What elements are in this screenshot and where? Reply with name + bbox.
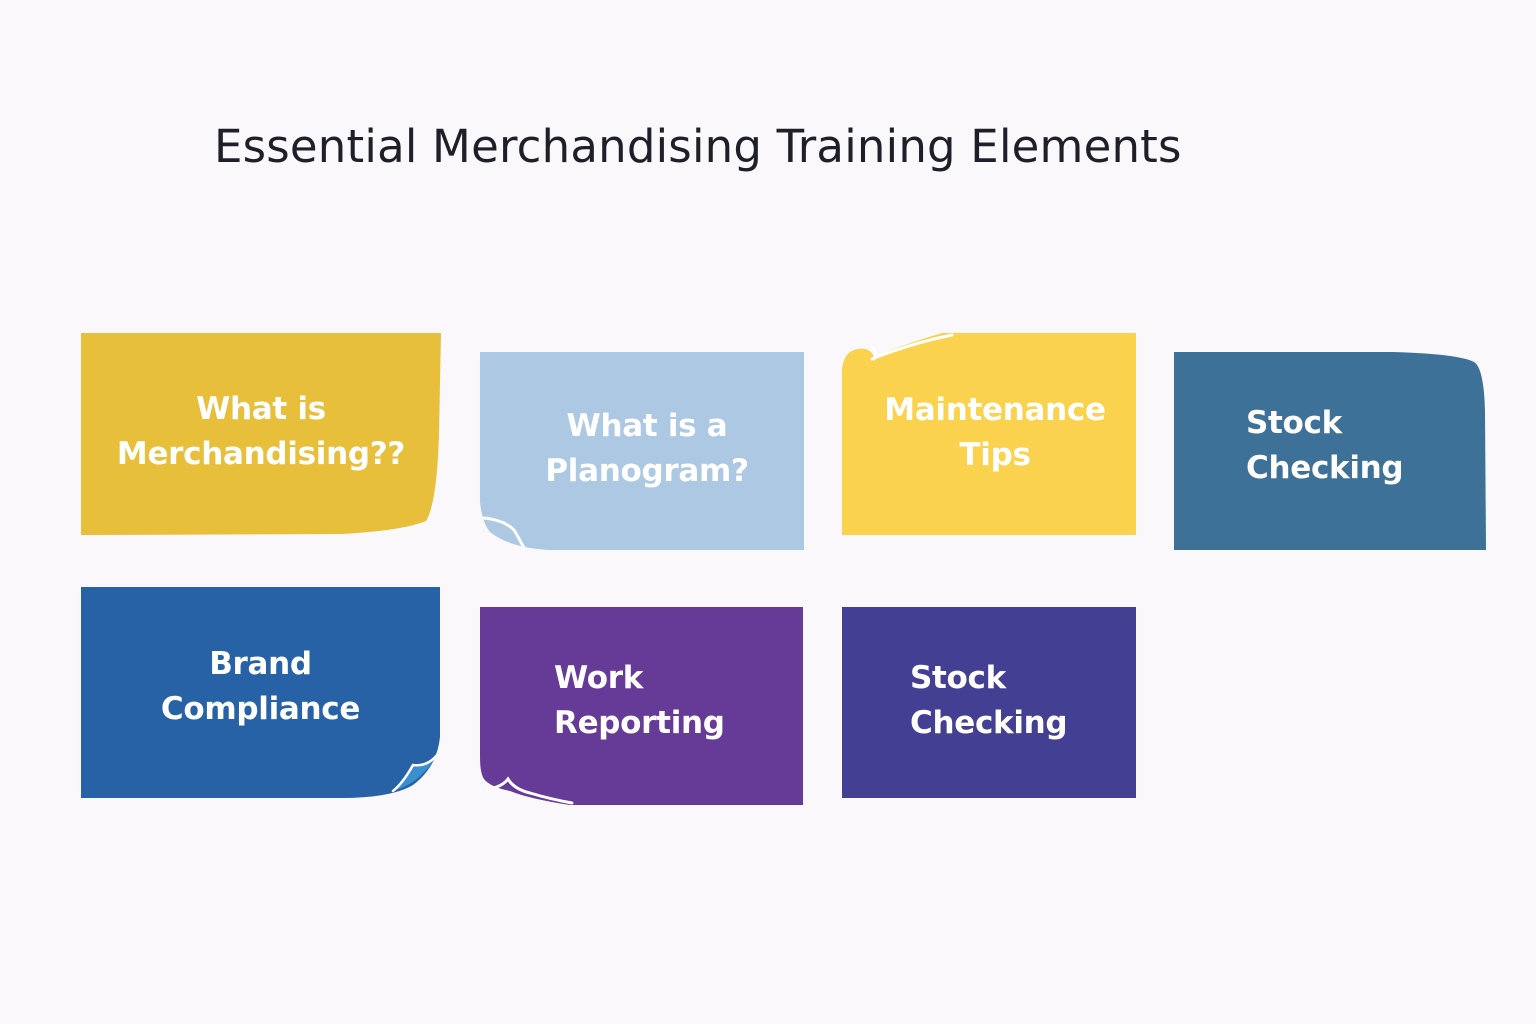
card-what-is-a-planogram[interactable]: What is a Planogram? [480,352,804,550]
sticky-note-shape [842,333,1136,535]
sticky-note-shape [480,607,803,805]
card-stock-checking[interactable]: Stock Checking [1174,352,1486,550]
sticky-note-shape [842,607,1136,798]
card-label: Stock Checking [910,659,1068,741]
card-label: Stock Checking [1246,405,1404,486]
card-work-reporting[interactable]: Work Reporting [480,607,803,805]
card-label: What is Merchandising?? [116,391,406,472]
card-label: Brand Compliance [160,645,361,727]
sticky-note-shape [480,352,804,550]
card-maintenance-tips[interactable]: Maintenance Tips [842,333,1136,535]
card-stock-checking-2[interactable]: Stock Checking [842,607,1136,798]
sticky-note-shape [81,587,440,798]
page-title: Essential Merchandising Training Element… [214,120,1182,173]
card-label: What is a Planogram? [545,408,749,489]
card-label: Maintenance Tips [884,392,1106,473]
card-label: Work Reporting [554,660,725,741]
card-what-is-merchandising[interactable]: What is Merchandising?? [81,333,441,535]
sticky-note-shape [81,333,441,535]
sticky-note-shape [1174,352,1486,550]
card-brand-compliance[interactable]: Brand Compliance [81,587,440,798]
